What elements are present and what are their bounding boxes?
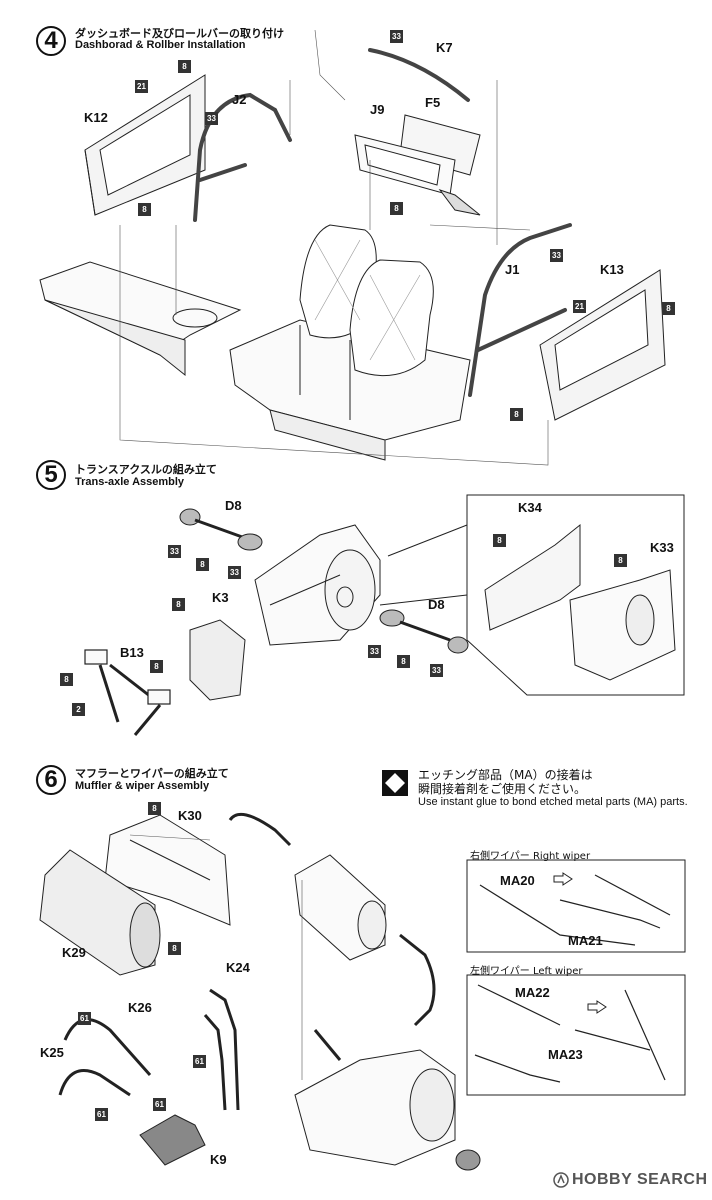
watermark-text: HOBBY SEARCH (572, 1171, 708, 1188)
tag-8-k30: 8 (148, 802, 161, 815)
label-f5: F5 (425, 95, 441, 110)
tag-8-k13: 8 (662, 302, 675, 315)
dashboard (39, 261, 242, 377)
tag-61-k9: 61 (153, 1098, 166, 1111)
tag-33-d8-top-a: 33 (168, 545, 181, 558)
tag-33-d8-top-b: 33 (228, 566, 241, 579)
tag-33-d8-right-b: 33 (430, 664, 443, 677)
label-j1: J1 (505, 262, 520, 277)
tag-8-b13-right: 8 (150, 660, 163, 673)
tag-8-b13-left: 8 (60, 673, 73, 686)
floor-tub (229, 319, 471, 461)
label-j9: J9 (370, 102, 385, 117)
tag-33-d8-right-a: 33 (368, 645, 381, 658)
label-k7: K7 (436, 40, 453, 55)
step-6-title-jp: マフラーとワイパーの組み立て (75, 767, 229, 780)
guide-lines-step4 (119, 29, 549, 466)
step-4-badge: 4 (36, 26, 66, 56)
k3-bracket (189, 619, 246, 701)
label-k33: K33 (650, 540, 674, 555)
label-k29: K29 (62, 945, 86, 960)
step-4-title-en: Dashborad & Rollber Installation (75, 39, 246, 51)
note-line-3: Use instant glue to bond etched metal pa… (418, 796, 688, 808)
b13-arm (84, 649, 171, 736)
left-wiper-box (466, 974, 686, 1096)
step-5-badge: 5 (36, 460, 66, 490)
glue-diamond-icon (382, 770, 408, 796)
step-4-title-jp: ダッシュボード及びロールバーの取り付け (75, 27, 284, 40)
tag-8-k3: 8 (172, 598, 185, 611)
label-k12: K12 (84, 110, 108, 125)
k24-pipe (203, 988, 240, 1111)
lower-transaxle-assembly (294, 1029, 481, 1171)
label-k25: K25 (40, 1045, 64, 1060)
tag-8-k34: 8 (493, 534, 506, 547)
j1-rollbar (468, 223, 572, 397)
label-k13: K13 (600, 262, 624, 277)
inset-box (379, 494, 685, 696)
label-ma22: MA22 (515, 985, 550, 1000)
tag-33-j1: 33 (550, 249, 563, 262)
tag-2-b13: 2 (72, 703, 85, 716)
label-ma21: MA21 (568, 933, 603, 948)
watermark-logo-icon (553, 1172, 569, 1188)
left-wiper-title: 左側ワイパー Left wiper (470, 966, 583, 977)
tag-21-k13: 21 (573, 300, 586, 313)
seats (299, 224, 434, 377)
note-line-1: エッチング部品（MA）の接着は (418, 768, 593, 782)
driveshaft-right (379, 609, 469, 654)
label-j2: J2 (232, 92, 247, 107)
j2-rollbar (193, 92, 292, 222)
k9-tips (139, 1114, 206, 1166)
label-k24: K24 (226, 960, 250, 975)
step-6-title-en: Muffler & wiper Assembly (75, 780, 210, 792)
step-6-badge: 6 (36, 765, 66, 795)
tag-61-k24: 61 (193, 1055, 206, 1068)
tag-21-k12: 21 (135, 80, 148, 93)
driveshaft-top (179, 508, 263, 551)
note-line-2: 瞬間接着剤をご使用ください。 (418, 782, 587, 796)
step-4-number: 4 (44, 27, 58, 54)
step-5-number: 5 (44, 461, 58, 488)
tag-8-k13-bottom: 8 (510, 408, 523, 421)
label-k26: K26 (128, 1000, 152, 1015)
right-wiper-title: 右側ワイパー Right wiper (470, 851, 591, 862)
step-5-title-en: Trans-axle Assembly (75, 476, 185, 488)
exhaust-assembly (228, 812, 436, 1027)
label-b13: B13 (120, 645, 144, 660)
step-5-title-jp: トランスアクスルの組み立て (75, 463, 217, 476)
right-wiper-box (466, 859, 686, 953)
label-k9: K9 (210, 1152, 227, 1167)
guide-lines-step6 (129, 834, 303, 1080)
arrow-icon (553, 872, 573, 886)
tag-8-k33: 8 (614, 554, 627, 567)
tag-33-k7: 33 (390, 30, 403, 43)
tag-8-j9: 8 (390, 202, 403, 215)
k13-side-panel (539, 269, 666, 421)
trans-axle-main (254, 524, 381, 646)
label-d8-right: D8 (428, 597, 445, 612)
tag-61-k26: 61 (78, 1012, 91, 1025)
tag-8-k12-top: 8 (178, 60, 191, 73)
k29-muffler (39, 849, 161, 976)
label-k30: K30 (178, 808, 202, 823)
tag-8-d8-right: 8 (397, 655, 410, 668)
label-ma23: MA23 (548, 1047, 583, 1062)
tag-33-j2: 33 (205, 112, 218, 125)
tag-8-k29: 8 (168, 942, 181, 955)
tag-8-d8-top: 8 (196, 558, 209, 571)
arrow-icon-left-wiper (587, 1000, 607, 1014)
label-d8-top: D8 (225, 498, 242, 513)
k26-k25-pipes (58, 1018, 152, 1097)
tag-8-k12-bottom: 8 (138, 203, 151, 216)
tag-61-k25: 61 (95, 1108, 108, 1121)
label-k3: K3 (212, 590, 229, 605)
k7-bar (368, 48, 470, 102)
label-k34: K34 (518, 500, 542, 515)
step-6-number: 6 (44, 766, 58, 793)
k12-side-panel (84, 74, 206, 216)
label-ma20: MA20 (500, 873, 535, 888)
